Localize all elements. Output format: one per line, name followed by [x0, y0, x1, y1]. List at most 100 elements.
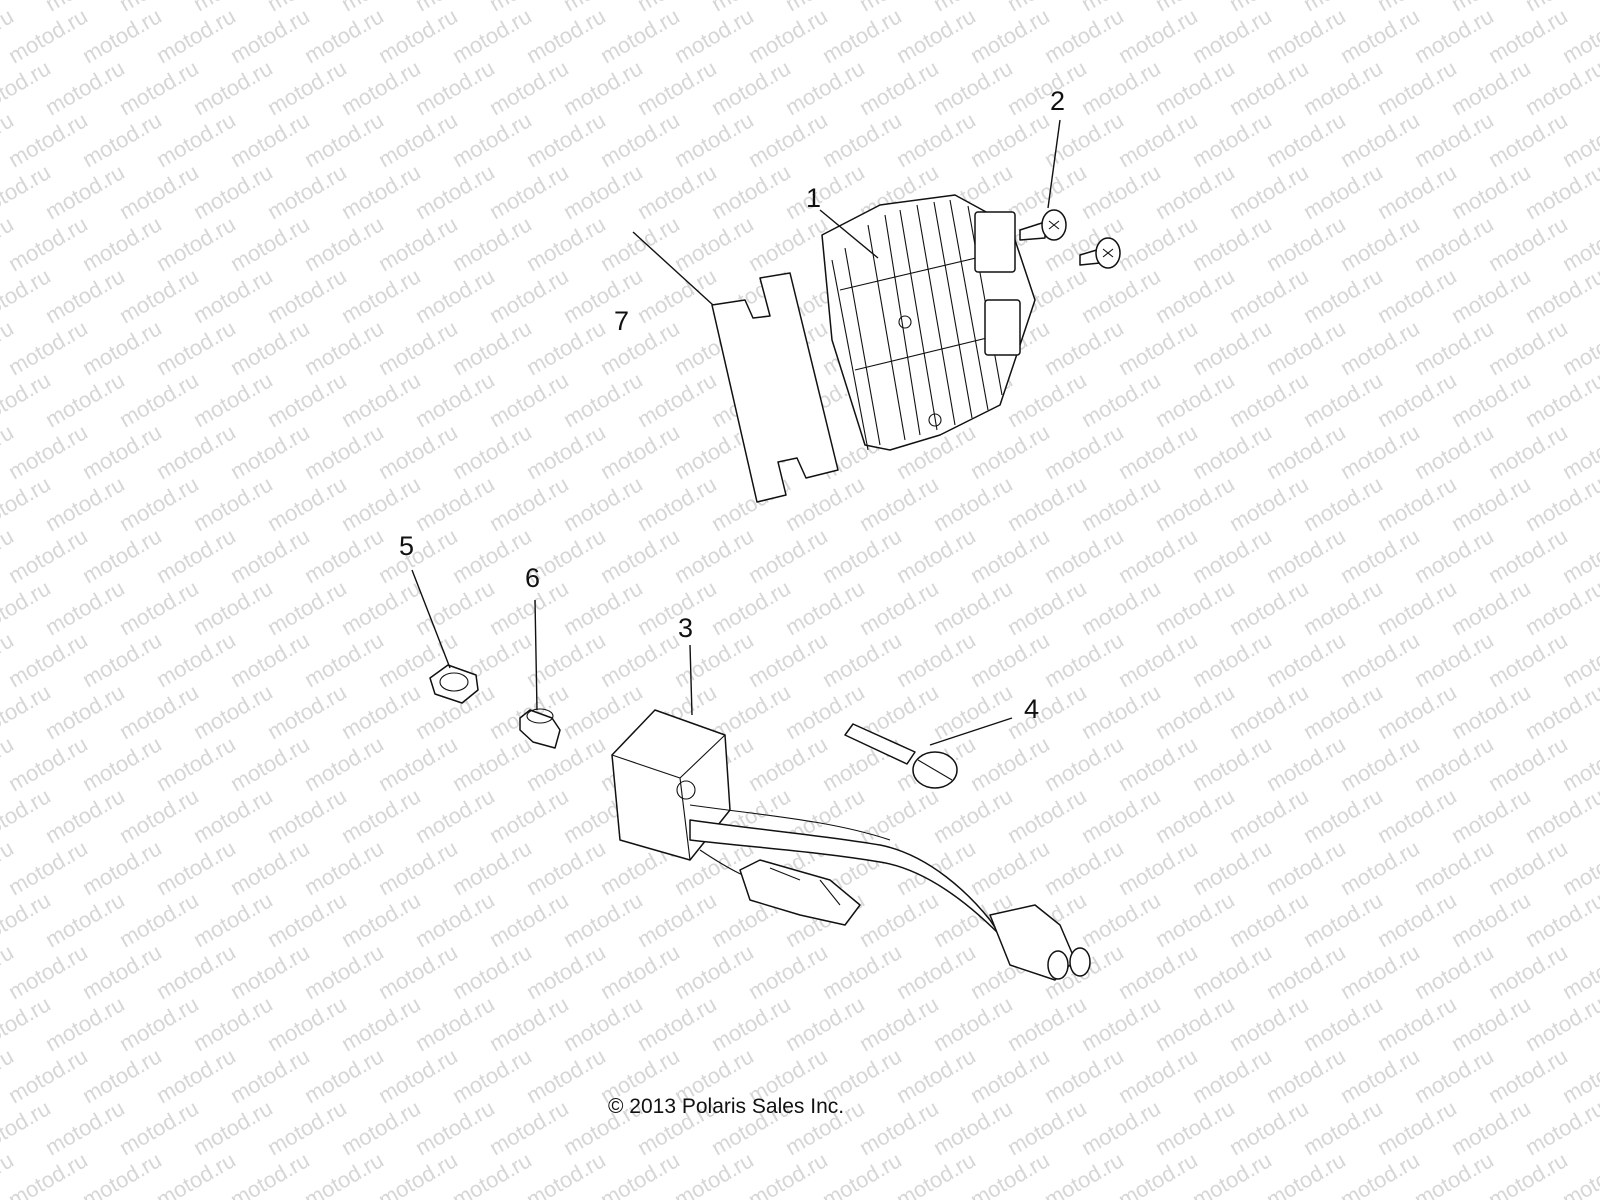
watermark-text: motod.ru [1447, 367, 1535, 432]
watermark-text: motod.ru [522, 107, 610, 172]
watermark-text: motod.ru [1040, 419, 1128, 484]
watermark-text: motod.ru [337, 367, 425, 432]
watermark-text: motod.ru [263, 1095, 351, 1160]
watermark-text: motod.ru [1151, 159, 1239, 224]
part-2-screw-lower[interactable] [1079, 237, 1121, 269]
watermark-text: motod.ru [448, 3, 536, 68]
watermark-text: motod.ru [1410, 835, 1498, 900]
part-5-bushing[interactable] [429, 664, 479, 704]
watermark-text: motod.ru [1336, 3, 1424, 68]
watermark-text: motod.ru [1077, 367, 1165, 432]
watermark-text: motod.ru [226, 835, 314, 900]
watermark-text: motod.ru [855, 991, 943, 1056]
watermark-text: motod.ru [1484, 835, 1572, 900]
watermark-text: motod.ru [1373, 991, 1461, 1056]
watermark-text: motod.ru [633, 991, 721, 1056]
watermark-text: motod.ru [892, 939, 980, 1004]
watermark-text: motod.ru [41, 159, 129, 224]
watermark-text: motod.ru [1188, 627, 1276, 692]
watermark-text: motod.ru [559, 991, 647, 1056]
watermark-text: motod.ru [596, 315, 684, 380]
watermark-text: motod.ru [448, 1043, 536, 1108]
watermark-text: motod.ru [1225, 575, 1313, 640]
watermark-text: motod.ru [226, 523, 314, 588]
watermark-text: motod.ru [1299, 263, 1387, 328]
watermark-text: motod.ru [115, 367, 203, 432]
watermark-text: motod.ru [189, 159, 277, 224]
watermark-text: motod.ru [1299, 679, 1387, 744]
watermark-text: motod.ru [1225, 991, 1313, 1056]
watermark-text: motod.ru [4, 835, 92, 900]
watermark-text: motod.ru [4, 939, 92, 1004]
watermark-text: motod.ru [966, 731, 1054, 796]
watermark-text: motod.ru [300, 419, 388, 484]
watermark-text: motod.ru [1114, 627, 1202, 692]
watermark-text: motod.ru [707, 55, 795, 120]
watermark-text: motod.ru [152, 3, 240, 68]
watermark-text: motod.ru [78, 523, 166, 588]
watermark-text: motod.ru [4, 731, 92, 796]
watermark-text: motod.ru [929, 783, 1017, 848]
watermark-text: motod.ru [337, 991, 425, 1056]
watermark-text: motod.ru [1003, 783, 1091, 848]
watermark-text: motod.ru [1077, 679, 1165, 744]
watermark-text: motod.ru [929, 991, 1017, 1056]
watermark-text: motod.ru [1373, 575, 1461, 640]
watermark-text: motod.ru [411, 471, 499, 536]
watermark-text: motod.ru [448, 107, 536, 172]
watermark-text: motod.ru [1188, 523, 1276, 588]
watermark-text: motod.ru [1040, 1043, 1128, 1108]
callout-7: 7 [614, 306, 629, 336]
watermark-text: motod.ru [1484, 315, 1572, 380]
watermark-text: motod.ru [0, 575, 55, 640]
watermark-text: motod.ru [1484, 3, 1572, 68]
watermark-text: motod.ru [1114, 731, 1202, 796]
watermark-text: motod.ru [152, 315, 240, 380]
watermark-text: motod.ru [0, 1095, 55, 1160]
watermark-text: motod.ru [4, 315, 92, 380]
part-1-regulator[interactable] [821, 194, 1036, 451]
watermark-text: motod.ru [1114, 1043, 1202, 1108]
part-7-pad[interactable] [711, 272, 839, 503]
watermark-text: motod.ru [1151, 367, 1239, 432]
part-4-bolt[interactable] [844, 723, 958, 789]
watermark-text: motod.ru [152, 731, 240, 796]
watermark-text: motod.ru [78, 419, 166, 484]
watermark-text: motod.ru [152, 835, 240, 900]
watermark-text: motod.ru [1262, 107, 1350, 172]
watermark-text: motod.ru [1077, 991, 1165, 1056]
watermark-text: motod.ru [1336, 835, 1424, 900]
watermark-text: motod.ru [1484, 107, 1572, 172]
watermark-text: motod.ru [855, 471, 943, 536]
watermark-text: motod.ru [818, 627, 906, 692]
watermark-text: motod.ru [263, 159, 351, 224]
watermark-text: motod.ru [966, 1043, 1054, 1108]
watermark-text: motod.ru [1003, 55, 1091, 120]
watermark-text: motod.ru [115, 1095, 203, 1160]
watermark-text: motod.ru [670, 939, 758, 1004]
watermark-text: motod.ru [892, 523, 980, 588]
watermark-text: motod.ru [744, 211, 832, 276]
part-2-screw-upper[interactable] [1019, 209, 1067, 241]
watermark-text: motod.ru [485, 159, 573, 224]
callout-4: 4 [1024, 694, 1039, 724]
watermark-text: motod.ru [374, 315, 462, 380]
watermark-text: motod.ru [1558, 1147, 1600, 1200]
watermark-text: motod.ru [670, 107, 758, 172]
watermark-text: motod.ru [189, 783, 277, 848]
watermark-text: motod.ru [1040, 523, 1128, 588]
watermark-text: motod.ru [1077, 575, 1165, 640]
watermark-text: motod.ru [1484, 627, 1572, 692]
watermark-text: motod.ru [1077, 783, 1165, 848]
watermark-text: motod.ru [0, 263, 55, 328]
watermark-text: motod.ru [1410, 211, 1498, 276]
watermark-text: motod.ru [1188, 3, 1276, 68]
part-6-spacer[interactable] [519, 708, 561, 749]
watermark-text: motod.ru [1151, 575, 1239, 640]
watermark-text: motod.ru [78, 3, 166, 68]
watermark-text: motod.ru [263, 471, 351, 536]
watermark-text: motod.ru [522, 315, 610, 380]
watermark-text: motod.ru [1003, 679, 1091, 744]
part-3-module-harness[interactable] [611, 709, 1091, 981]
watermark-text: motod.ru [41, 55, 129, 120]
